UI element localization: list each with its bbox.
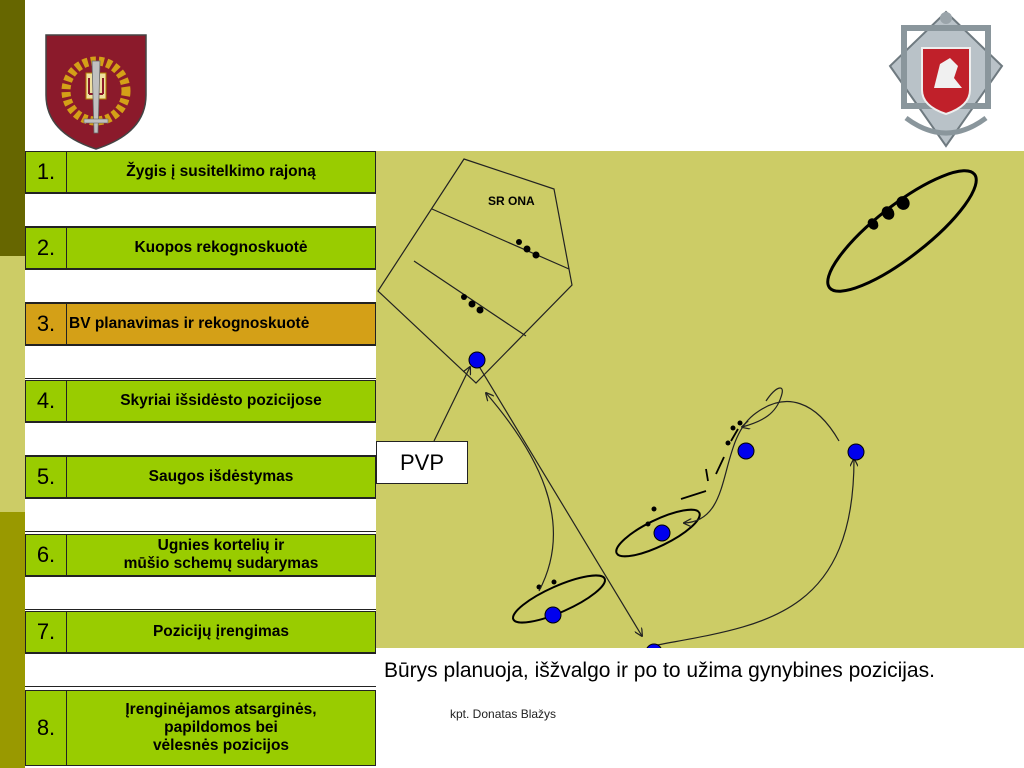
squad-position-ellipse xyxy=(512,574,606,624)
movement-arrow xyxy=(742,387,783,427)
step-number: 7. xyxy=(25,611,67,653)
squad-marker xyxy=(516,239,540,259)
right-emblem xyxy=(882,8,1010,150)
step-row: 7. Pozicijų įrengimas xyxy=(25,611,376,653)
squad-position-ellipse xyxy=(615,508,701,558)
step-number: 6. xyxy=(25,534,67,576)
military-academy-shield-icon xyxy=(45,34,147,150)
step-number: 8. xyxy=(25,690,67,766)
vytis-knight-badge-icon xyxy=(888,10,1004,148)
position-link xyxy=(680,428,739,500)
map-drawing: SR ONA xyxy=(377,158,978,648)
left-bar-mid xyxy=(0,512,25,768)
step-row: 2. Kuopos rekognoskuotė xyxy=(25,227,376,269)
step-label: Skyriai išsidėsto pozicijose xyxy=(67,380,376,422)
unit-marker xyxy=(544,606,562,624)
pvp-label-box: PVP xyxy=(376,441,468,484)
step-row: 4. Skyriai išsidėsto pozicijose xyxy=(25,380,376,422)
step-row: 1. Žygis į susitelkimo rajoną xyxy=(25,151,376,193)
squad-marker xyxy=(461,294,484,314)
step-label: Pozicijų įrengimas xyxy=(67,611,376,653)
author-credit: kpt. Donatas Blažys xyxy=(450,707,557,721)
step-spacer xyxy=(25,576,376,610)
step-row: 8. Įrenginėjamos atsarginės, papildomos … xyxy=(25,690,376,766)
unit-marker xyxy=(468,351,486,369)
step-spacer xyxy=(25,653,376,687)
squad-marker xyxy=(867,196,910,230)
slide-caption: Būrys planuoja, išžvalgo ir po to užima … xyxy=(384,659,935,682)
movement-arrow xyxy=(684,400,840,523)
step-spacer xyxy=(25,498,376,532)
step-number: 2. xyxy=(25,227,67,269)
step-label: Žygis į susitelkimo rajoną xyxy=(67,151,376,193)
step-label: Ugnies kortelių ir mūšio schemų sudaryma… xyxy=(67,534,376,576)
sector-divider xyxy=(413,260,527,337)
squad-position-ellipse xyxy=(826,169,978,293)
movement-arrow xyxy=(486,393,554,592)
unit-marker xyxy=(653,524,671,542)
step-number: 5. xyxy=(25,456,67,498)
step-spacer xyxy=(25,422,376,456)
movement-arrow xyxy=(433,367,470,442)
left-emblem xyxy=(44,33,148,151)
movement-arrow xyxy=(651,459,854,647)
step-number: 4. xyxy=(25,380,67,422)
step-spacer xyxy=(25,193,376,227)
unit-marker xyxy=(847,443,865,461)
tactical-map: SR ONA xyxy=(376,151,1024,648)
step-label: BV planavimas ir rekognoskuotė xyxy=(67,303,376,345)
step-row-active: 3. BV planavimas ir rekognoskuotė xyxy=(25,303,376,345)
sector-label: SR ONA xyxy=(488,194,535,208)
left-bar-dark xyxy=(0,0,25,256)
unit-marker xyxy=(646,643,662,648)
step-label: Įrenginėjamos atsarginės, papildomos bei… xyxy=(67,690,376,766)
step-number: 1. xyxy=(25,151,67,193)
sector-outline xyxy=(377,158,573,384)
step-spacer xyxy=(25,345,376,379)
squad-marker xyxy=(725,420,743,446)
step-spacer xyxy=(25,269,376,303)
unit-marker xyxy=(737,442,755,460)
step-row: 5. Saugos išdėstymas xyxy=(25,456,376,498)
squad-marker xyxy=(645,506,657,527)
step-row: 6. Ugnies kortelių ir mūšio schemų sudar… xyxy=(25,534,376,576)
movement-arrow xyxy=(476,362,642,636)
step-number: 3. xyxy=(25,303,67,345)
sector-divider xyxy=(431,208,570,270)
step-label: Saugos išdėstymas xyxy=(67,456,376,498)
step-label: Kuopos rekognoskuotė xyxy=(67,227,376,269)
left-bar-light xyxy=(0,256,25,512)
